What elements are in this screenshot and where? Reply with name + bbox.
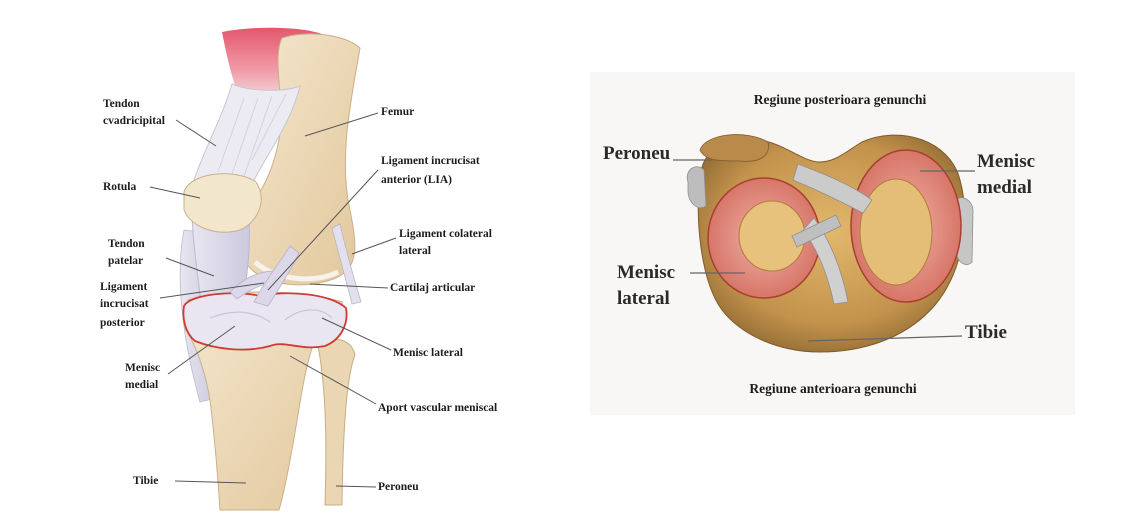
label-lig-incrucisat-posterior-line1: Ligament [100, 281, 147, 293]
title-posterior-region: Regiune posterioara genunchi [754, 92, 927, 107]
patella-bone [184, 174, 261, 232]
label-menisc-medial-line2: medial [125, 379, 158, 391]
label-tendon-patelar-line1: Tendon [108, 238, 145, 250]
label-femur: Femur [381, 106, 414, 118]
medial-meniscus-inner-plateau [860, 179, 932, 285]
leader-tendon-cvadricipital [176, 120, 216, 146]
label-lig-incrucisat-posterior-line2: incrucisat [100, 298, 149, 310]
label-lig-incrucisat-posterior-line3: posterior [100, 317, 145, 329]
title-anterior-region: Regiune anterioara genunchi [749, 381, 916, 396]
label-lig-colateral-lateral-line1: Ligament colateral [399, 228, 492, 240]
label-peroneu-right: Peroneu [603, 143, 671, 164]
label-menisc-medial-line1: Menisc [125, 362, 160, 374]
label-tendon-patelar-line2: patelar [108, 255, 143, 267]
label-menisc-lateral: Menisc lateral [393, 347, 463, 359]
label-menisc-medial-right-line1: Menisc [977, 151, 1035, 172]
label-menisc-lateral-right-line2: lateral [617, 288, 670, 309]
label-menisc-medial-right-line2: medial [977, 177, 1032, 198]
label-rotula: Rotula [103, 181, 136, 193]
label-tibie-right: Tibie [965, 322, 1007, 343]
label-tendon-cvadricipital-line2: cvadricipital [103, 115, 165, 127]
label-tendon-cvadricipital-line1: Tendon [103, 98, 140, 110]
label-lig-incrucisat-anterior-line1: Ligament incrucisat [381, 155, 480, 167]
label-menisc-lateral-right-line1: Menisc [617, 262, 675, 283]
fibula-bone [318, 339, 355, 505]
label-lig-incrucisat-anterior-line2: anterior (LIA) [381, 174, 452, 186]
label-tibie: Tibie [133, 475, 158, 487]
leader-lig-colateral-lateral [352, 238, 396, 254]
left-knee-illustration [180, 28, 361, 510]
label-cartilaj-articular: Cartilaj articular [390, 282, 475, 294]
label-aport-vascular: Aport vascular meniscal [378, 402, 497, 414]
label-lig-colateral-lateral-line2: lateral [399, 245, 431, 257]
label-peroneu-left: Peroneu [378, 481, 419, 493]
